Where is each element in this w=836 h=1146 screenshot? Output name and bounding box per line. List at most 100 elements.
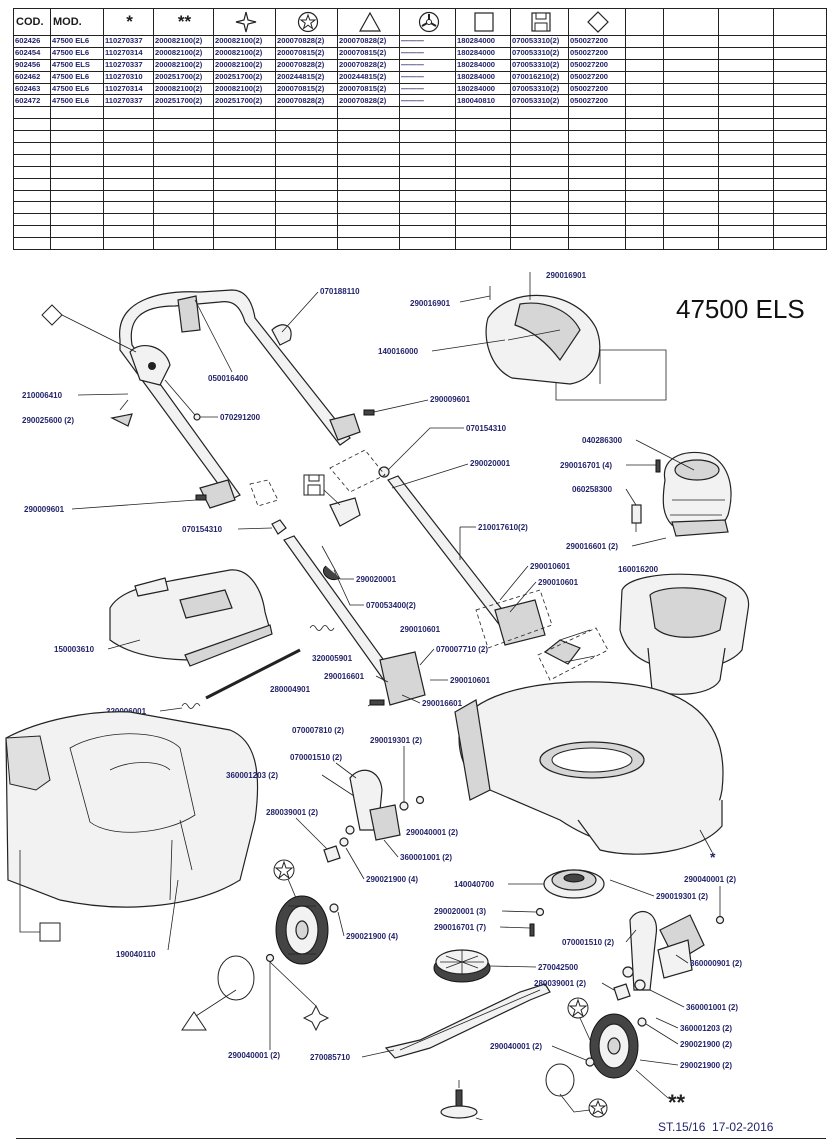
table-cell-empty	[718, 213, 774, 227]
table-cell-empty	[663, 106, 719, 120]
table-cell: 47500 EL6	[50, 94, 104, 108]
table-cell-empty	[337, 177, 400, 191]
table-cell: 050027200	[568, 94, 626, 108]
label-290016901-b: 290016901	[410, 299, 451, 308]
table-cell-empty	[13, 165, 51, 179]
label-270085710: 270085710	[310, 1053, 351, 1062]
table-cell	[625, 82, 664, 96]
label-140040700: 140040700	[454, 880, 495, 889]
table-cell-empty	[153, 201, 214, 215]
table-cell-empty	[568, 118, 626, 132]
label-280004901: 280004901	[270, 685, 311, 694]
table-cell-empty	[13, 118, 51, 132]
table-row-empty	[13, 213, 827, 227]
table-cell-empty	[213, 201, 276, 215]
table-header-row: COD. MOD. * **	[13, 8, 827, 36]
table-cell-empty	[510, 130, 569, 144]
table-cell-empty	[103, 213, 154, 227]
table-cell-empty	[213, 225, 276, 239]
table-cell-empty	[663, 177, 719, 191]
table-cell: 070053310(2)	[510, 58, 569, 72]
table-cell: 200082100(2)	[213, 58, 276, 72]
table-cell-empty	[337, 106, 400, 120]
table-cell	[718, 70, 774, 84]
table-cell-empty	[568, 106, 626, 120]
grass-collector-bag	[5, 711, 259, 908]
table-cell-empty	[663, 237, 719, 251]
label-290020001-c: 290020001 (3)	[434, 907, 486, 916]
sparkle-icon	[235, 11, 256, 33]
table-cell-empty	[455, 106, 511, 120]
table-cell-empty	[103, 201, 154, 215]
label-290009601-a: 290009601	[430, 395, 471, 404]
motor-shroud	[619, 573, 750, 695]
table-cell-empty	[399, 225, 456, 239]
label-210017610: 210017610(2)	[478, 523, 528, 532]
label-290020001-a: 290020001	[470, 459, 511, 468]
col-mod: MOD.	[50, 8, 104, 36]
table-cell-empty	[773, 153, 827, 167]
blade-hub-icon	[418, 11, 439, 33]
table-cell-empty	[510, 201, 569, 215]
springs-and-rod	[181, 625, 335, 709]
table-cell-empty	[718, 130, 774, 144]
table-cell-empty	[625, 106, 664, 120]
table-cell: 200251700(2)	[153, 70, 214, 84]
table-cell-empty	[718, 189, 774, 203]
table-cell-empty	[275, 153, 338, 167]
table-cell: 602472	[13, 94, 51, 108]
table-row-empty	[13, 142, 827, 155]
col-extra-2	[663, 8, 719, 36]
col-blade	[399, 8, 456, 36]
label-290009601-b: 290009601	[24, 505, 65, 514]
table-cell-empty	[663, 189, 719, 203]
table-cell-empty	[718, 106, 774, 120]
table-cell: 200070815(2)	[337, 82, 400, 96]
table-cell-empty	[663, 225, 719, 239]
table-cell-empty	[625, 237, 664, 251]
table-cell: 200251700(2)	[153, 94, 214, 108]
parts-table: COD. MOD. * **	[13, 8, 827, 251]
table-cell: 200070815(2)	[275, 46, 338, 60]
table-cell-empty	[275, 189, 338, 203]
table-cell-empty	[510, 237, 569, 251]
table-cell-empty	[455, 201, 511, 215]
label-290016601-a: 290016601 (2)	[566, 542, 618, 551]
electric-motor	[662, 451, 732, 537]
table-cell	[625, 94, 664, 108]
table-cell-empty	[773, 165, 827, 179]
table-row-empty	[13, 225, 827, 239]
table-cell-empty	[103, 165, 154, 179]
table-cell: 902456	[13, 58, 51, 72]
label-290010601-b: 290010601	[538, 578, 579, 587]
label-280039001-a: 280039001 (2)	[266, 808, 318, 817]
table-cell: 200070828(2)	[337, 35, 400, 48]
table-cell	[625, 35, 664, 48]
table-cell: ———	[399, 82, 456, 96]
table-cell: 200251700(2)	[213, 94, 276, 108]
table-cell-empty	[153, 142, 214, 155]
table-cell-empty	[718, 118, 774, 132]
table-cell-empty	[455, 189, 511, 203]
col-wheel	[275, 8, 338, 36]
table-cell: 47500 EL6	[50, 46, 104, 60]
mower-deck	[454, 681, 724, 855]
table-cell: ———	[399, 70, 456, 84]
table-cell	[663, 58, 719, 72]
table-cell-empty	[213, 237, 276, 251]
table-cell: 070053310(2)	[510, 35, 569, 48]
table-cell-empty	[275, 213, 338, 227]
table-cell-empty	[663, 153, 719, 167]
table-cell-empty	[718, 153, 774, 167]
table-cell	[718, 35, 774, 48]
table-cell	[663, 46, 719, 60]
label-070291200: 070291200	[220, 413, 261, 422]
blade-bolt	[440, 1089, 478, 1119]
table-cell-empty	[773, 201, 827, 215]
square-icon	[474, 12, 494, 32]
table-cell-empty	[337, 225, 400, 239]
table-cell: 050027200	[568, 82, 626, 96]
table-cell: 200070828(2)	[337, 58, 400, 72]
label-290021900-c: 290021900 (4)	[346, 932, 398, 941]
